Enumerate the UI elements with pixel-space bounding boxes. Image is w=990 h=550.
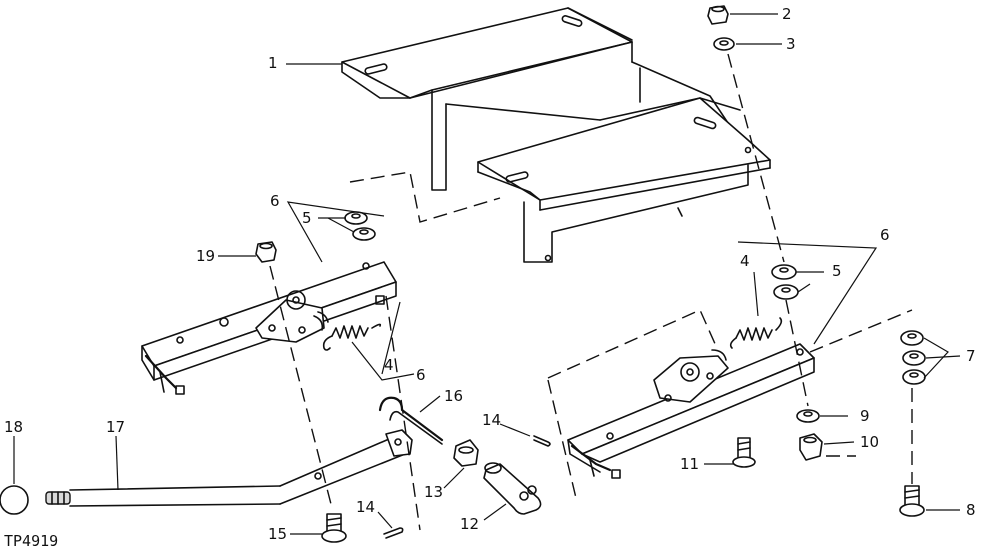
callout-5a: 5	[302, 209, 312, 227]
nut-19	[255, 241, 277, 263]
handle-17	[45, 429, 413, 507]
callout-11: 11	[680, 455, 699, 473]
callout-1: 1	[268, 54, 278, 72]
callout-3: 3	[786, 35, 796, 53]
callouts: 1 2 3 6 5 19 4 5 6 4 6 7 8 9 10 11 12 13…	[4, 5, 976, 543]
bolt-11	[732, 437, 756, 468]
washer-9	[796, 409, 820, 423]
left-slide-rail	[141, 261, 397, 395]
washers-7	[900, 330, 926, 385]
nut-13	[453, 439, 479, 467]
bolt-8	[899, 485, 925, 517]
callout-18: 18	[4, 418, 23, 436]
callout-6a: 6	[270, 192, 280, 210]
washers-5-right	[771, 264, 799, 300]
callout-7: 7	[966, 347, 976, 365]
callout-9: 9	[860, 407, 870, 425]
callout-2: 2	[782, 5, 792, 23]
callout-10: 10	[860, 433, 879, 451]
seat-support-bracket	[341, 7, 771, 263]
alignment-lines	[269, 53, 913, 531]
clevis-12	[483, 462, 542, 515]
callout-15: 15	[268, 525, 287, 543]
callout-16: 16	[444, 387, 463, 405]
leader-lines	[13, 13, 961, 535]
callout-8: 8	[966, 501, 976, 519]
knob-18	[0, 485, 29, 515]
callout-4a: 4	[384, 356, 394, 374]
pin-14-upper	[533, 435, 551, 447]
washers-5-left	[344, 211, 376, 241]
callout-5b: 5	[832, 262, 842, 280]
callout-14b: 14	[356, 498, 375, 516]
callout-4b: 4	[740, 252, 750, 270]
callout-13: 13	[424, 483, 443, 501]
callout-6c: 6	[880, 226, 890, 244]
callout-19: 19	[196, 247, 215, 265]
callout-14a: 14	[482, 411, 501, 429]
bolt-15	[321, 513, 347, 543]
nut-10	[799, 433, 823, 461]
pin-14-lower	[383, 527, 404, 539]
figure-id: TP4919	[4, 532, 58, 550]
callout-6b: 6	[416, 366, 426, 384]
callout-17: 17	[106, 418, 125, 436]
left-spring	[322, 323, 382, 351]
callout-12: 12	[460, 515, 479, 533]
right-spring	[729, 317, 783, 349]
nut-2	[707, 5, 729, 25]
right-slide-rail	[567, 343, 815, 479]
washer-3	[713, 37, 735, 51]
